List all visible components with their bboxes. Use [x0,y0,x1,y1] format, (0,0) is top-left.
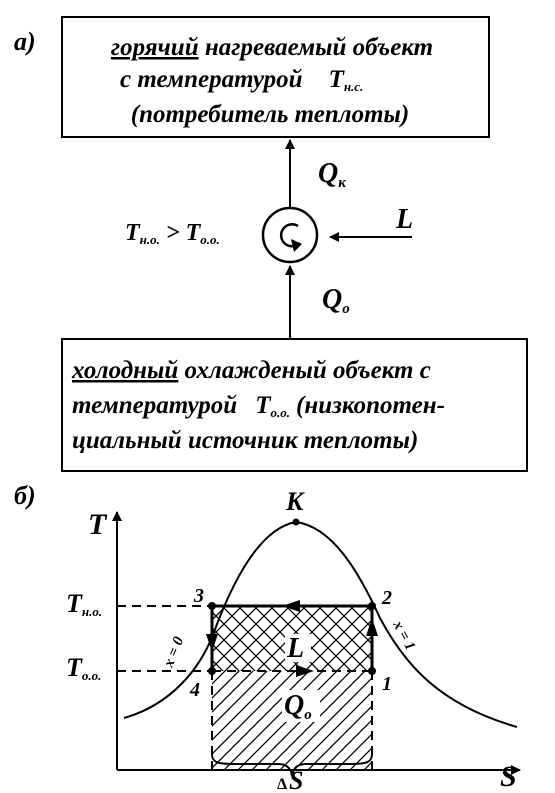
part-a-label: а) [14,27,36,56]
delta-s-brace [211,753,373,777]
point-3 [208,602,216,610]
cold-box-line3: циальный источник теплоты) [72,427,418,454]
critical-point [292,518,300,526]
critical-point-label: K [285,487,305,516]
work-label-group: L [285,633,311,664]
point-3-label: 3 [193,585,204,607]
arrow-1-to-2-icon [366,618,378,636]
delta-s-label: ΔS [277,766,304,793]
work-label: L [395,204,413,235]
heat-label-backing [282,690,320,722]
arrow-3-to-4-icon [206,634,218,652]
point-1-label: 1 [382,673,392,695]
cycle-heat-label: Qо [284,690,312,723]
heat-label-group: Qо [282,690,320,723]
hot-box-line1: горячий нагреваемый объект [111,34,433,61]
curve-left-label: x = 0 [160,634,187,670]
point-2-label: 2 [381,587,392,609]
cold-object-box [61,338,528,472]
cold-box-line1: холодный охлажденый объект с [71,357,431,384]
hot-object-box [61,16,490,138]
point-4 [208,667,216,675]
cold-word: холодный [71,357,178,384]
cycle-arrowhead-icon [291,239,302,252]
t-low-label: Tо.о. [66,653,101,683]
temperature-relation: Tн.о. > Tо.о. [125,220,220,247]
t-high-label: Tн.о. [66,589,102,619]
heat-in-label: Qо [322,284,350,317]
heat-pump-circle [261,206,319,264]
point-1 [368,667,376,675]
hot-box-line3: (потребитель теплоты) [131,101,409,128]
t-axis-label: T [88,508,108,541]
cycle-work-label: L [286,633,304,664]
point-4-label: 4 [189,679,200,701]
heat-out-label: Qк [318,158,346,191]
part-b-label: б) [14,481,36,510]
hot-word: горячий [111,34,199,61]
work-label-backing [285,634,311,662]
arrow-4-to-1-icon [296,665,314,677]
s-axis-label: S [500,760,517,793]
arrow-2-to-3-icon [282,600,300,612]
point-2 [368,602,376,610]
curve-right-label: x = 1 [389,617,418,653]
